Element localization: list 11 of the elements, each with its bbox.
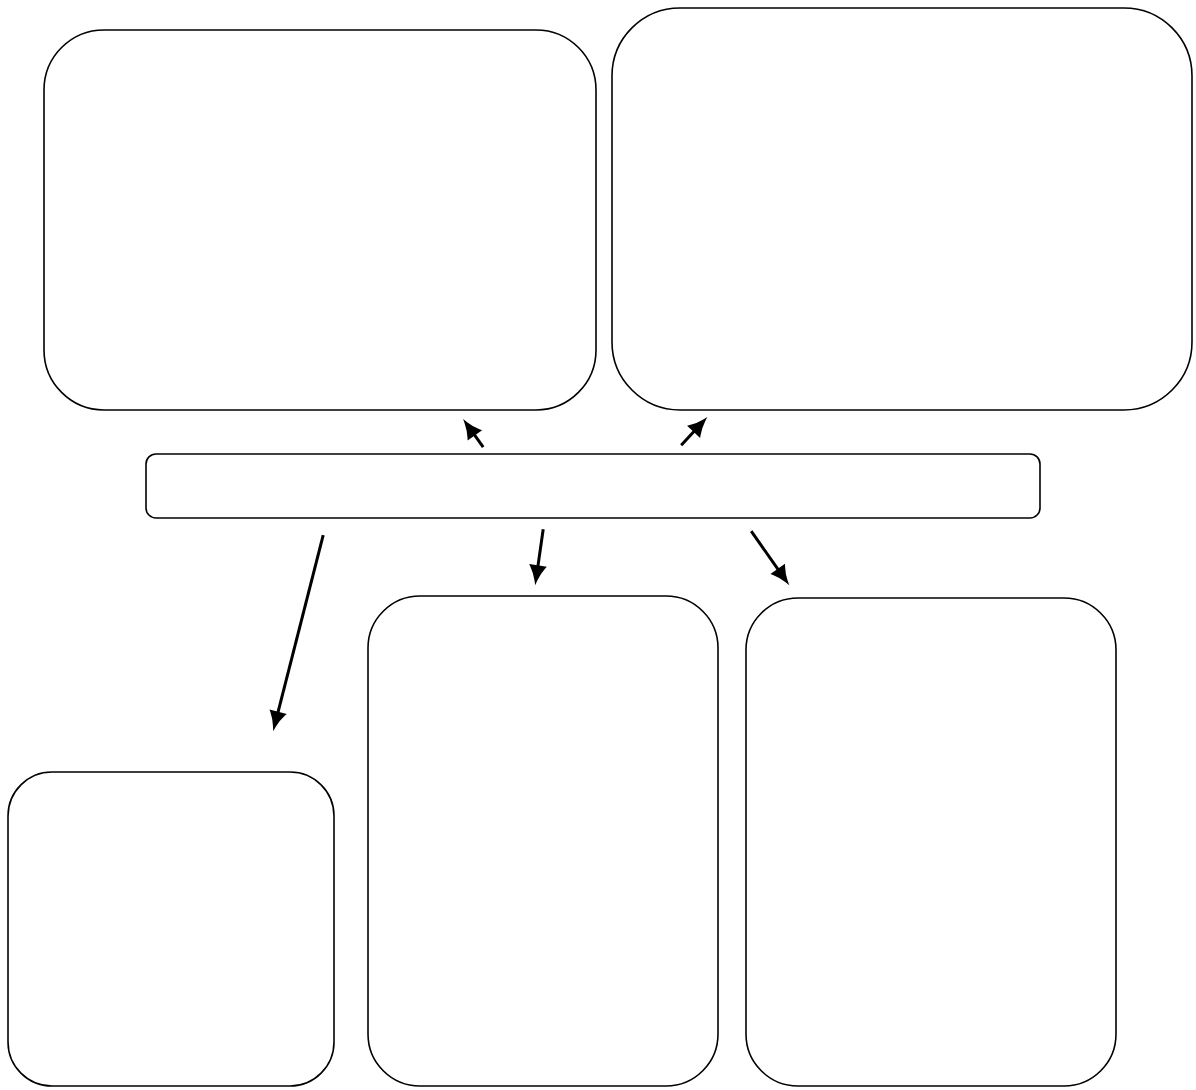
rounded-box [7, 771, 335, 1087]
arrow [464, 421, 485, 449]
arrow [530, 528, 546, 582]
rounded-box [43, 29, 597, 411]
rounded-box [367, 595, 719, 1087]
arrow [750, 530, 788, 583]
rounded-box [145, 453, 1041, 519]
arrow [270, 534, 325, 728]
rounded-box [611, 7, 1193, 411]
rounded-box [745, 597, 1117, 1087]
arrow [680, 419, 706, 447]
